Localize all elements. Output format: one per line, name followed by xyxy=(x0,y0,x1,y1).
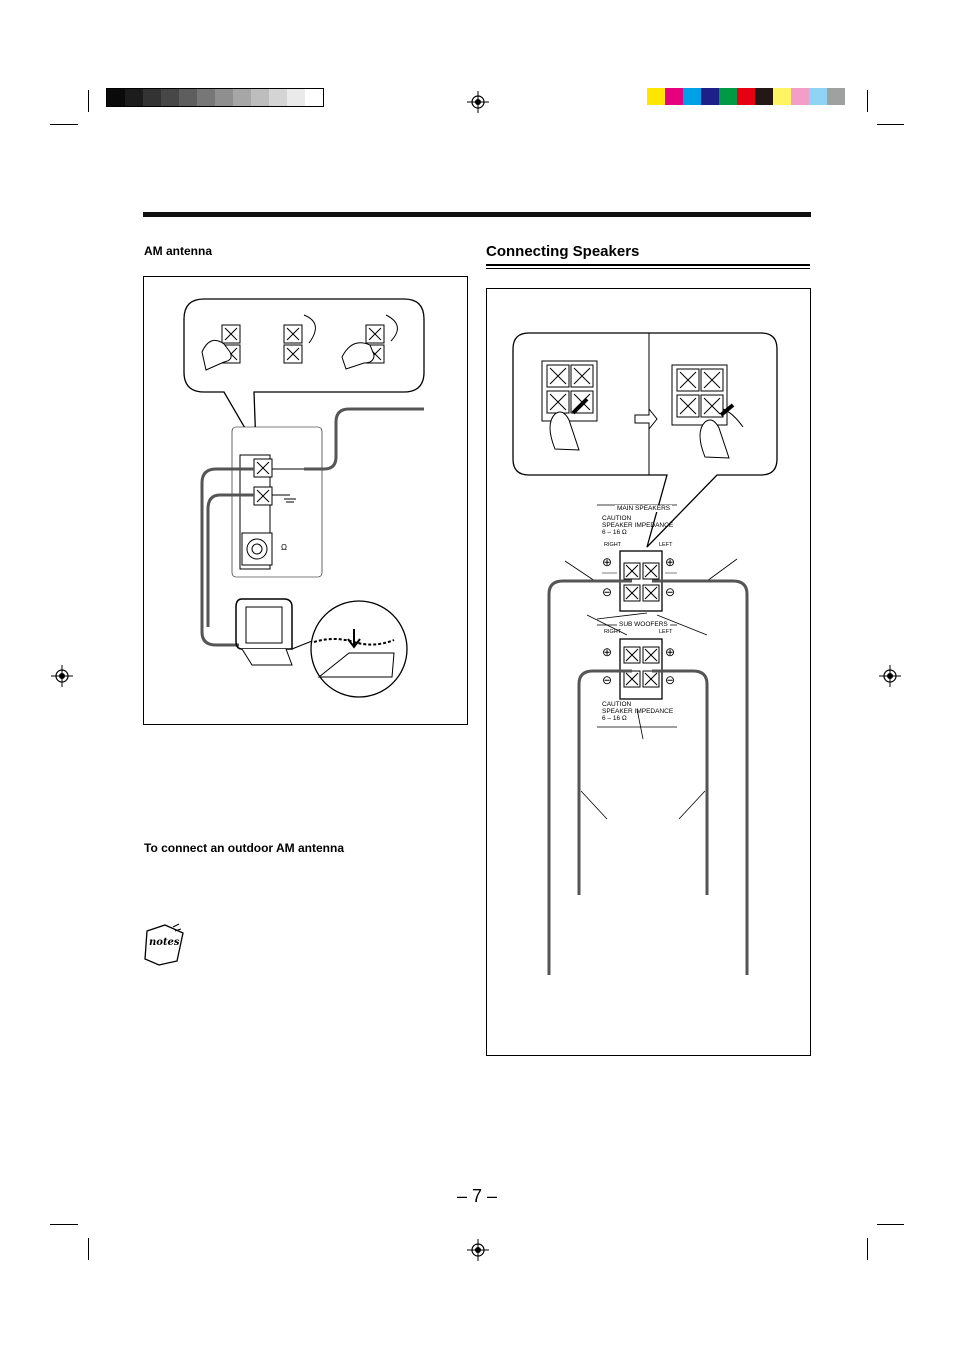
color-swatch xyxy=(827,88,845,105)
caution-label: CAUTION xyxy=(602,701,632,708)
plus-symbol: ⊕ xyxy=(602,645,613,659)
minus-symbol: ⊖ xyxy=(665,585,676,599)
impedance-value: 6 – 16 Ω xyxy=(602,715,627,722)
ohm-symbol: Ω xyxy=(281,543,287,552)
registration-target-icon xyxy=(467,1239,489,1261)
caution-label: CAUTION xyxy=(602,515,632,522)
connecting-speakers-heading: Connecting Speakers xyxy=(486,243,640,260)
minus-symbol: ⊖ xyxy=(602,585,613,599)
am-antenna-heading: AM antenna xyxy=(144,244,213,258)
gray-swatch xyxy=(197,89,215,106)
gray-swatch xyxy=(287,89,305,106)
gray-swatch xyxy=(143,89,161,106)
speaker-connection-figure: MAIN SPEAKERS CAUTION SPEAKER IMPEDANCE … xyxy=(486,288,811,1056)
color-swatch xyxy=(737,88,755,105)
registration-target-icon xyxy=(467,91,489,113)
gray-swatch xyxy=(305,89,323,106)
page-number: – 7 – xyxy=(456,1186,498,1206)
crop-mark xyxy=(88,1238,89,1260)
gray-swatch xyxy=(215,89,233,106)
top-rule xyxy=(143,212,811,217)
plus-symbol: ⊕ xyxy=(665,555,676,569)
color-calibration-bar xyxy=(647,88,845,105)
right-label: RIGHT xyxy=(604,542,622,548)
crop-mark xyxy=(50,124,78,125)
plus-symbol: ⊕ xyxy=(665,645,676,659)
registration-target-icon xyxy=(51,665,73,687)
crop-mark xyxy=(88,90,89,112)
color-swatch xyxy=(755,88,773,105)
color-swatch xyxy=(701,88,719,105)
sub-woofers-label: SUB WOOFERS xyxy=(617,621,670,628)
color-swatch xyxy=(719,88,737,105)
notes-icon: notes xyxy=(143,923,187,967)
left-label: LEFT xyxy=(659,629,673,635)
color-swatch xyxy=(647,88,665,105)
heading-underline xyxy=(486,268,810,269)
right-label: RIGHT xyxy=(604,629,622,635)
gray-swatch xyxy=(179,89,197,106)
left-label: LEFT xyxy=(659,542,673,548)
crop-mark xyxy=(867,1238,868,1260)
gray-swatch xyxy=(161,89,179,106)
speaker-connection-diagram xyxy=(512,332,778,975)
speaker-impedance-label: SPEAKER IMPEDANCE xyxy=(602,522,674,529)
crop-mark xyxy=(877,124,904,125)
color-swatch xyxy=(791,88,809,105)
color-swatch xyxy=(809,88,827,105)
gray-swatch xyxy=(125,89,143,106)
main-speakers-label: MAIN SPEAKERS xyxy=(615,505,673,512)
minus-symbol: ⊖ xyxy=(602,673,613,687)
gray-swatch xyxy=(107,89,125,106)
am-antenna-figure: Ω xyxy=(143,276,468,725)
gray-swatch xyxy=(233,89,251,106)
gray-swatch xyxy=(269,89,287,106)
crop-mark xyxy=(50,1224,78,1225)
color-swatch xyxy=(773,88,791,105)
heading-underline xyxy=(486,264,810,266)
gray-swatch xyxy=(251,89,269,106)
outdoor-am-antenna-heading: To connect an outdoor AM antenna xyxy=(144,841,344,855)
crop-mark xyxy=(877,1224,904,1225)
impedance-value: 6 – 16 Ω xyxy=(602,529,627,536)
minus-symbol: ⊖ xyxy=(665,673,676,687)
am-antenna-diagram xyxy=(183,298,425,698)
notes-icon-label: notes xyxy=(149,937,180,948)
plus-symbol: ⊕ xyxy=(602,555,613,569)
speaker-impedance-label: SPEAKER IMPEDANCE xyxy=(602,708,674,715)
crop-mark xyxy=(867,90,868,112)
color-swatch xyxy=(683,88,701,105)
color-swatch xyxy=(665,88,683,105)
grayscale-calibration-bar xyxy=(106,88,324,107)
registration-target-icon xyxy=(879,665,901,687)
